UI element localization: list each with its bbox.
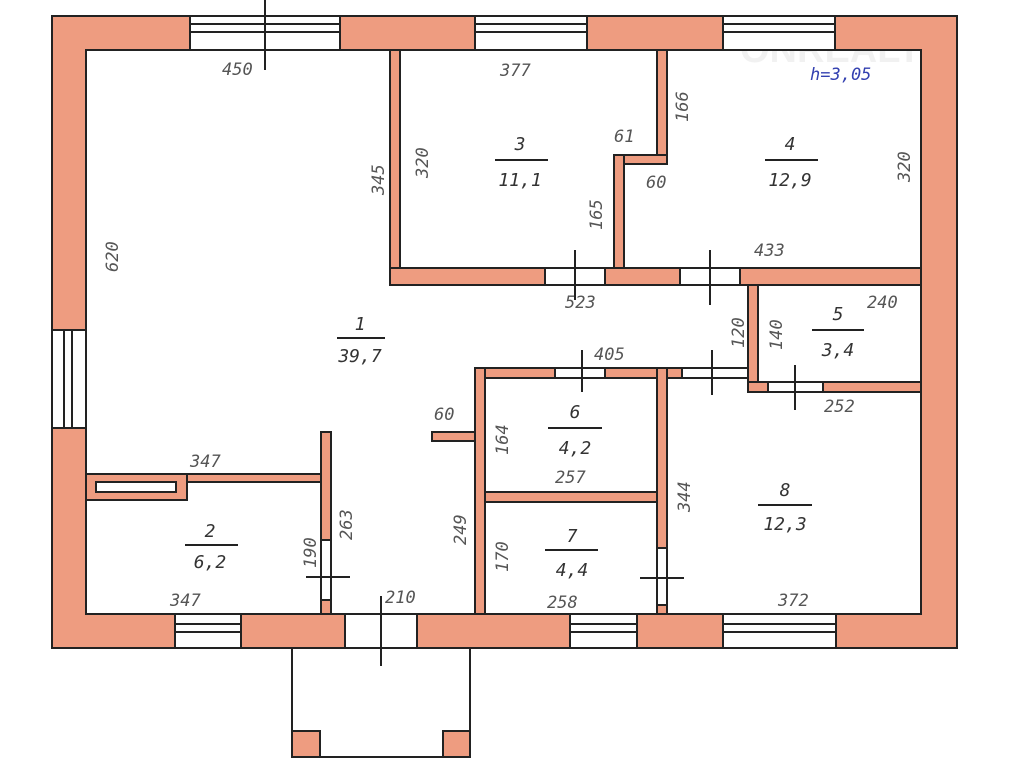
room-1-label: 139,7 <box>337 314 385 367</box>
interior-openings[interactable] <box>306 250 824 606</box>
svg-text:320: 320 <box>895 151 915 183</box>
svg-text:1: 1 <box>355 314 366 335</box>
svg-text:4,4: 4,4 <box>556 560 589 581</box>
svg-text:60: 60 <box>646 173 666 193</box>
svg-text:4,2: 4,2 <box>559 438 592 459</box>
svg-text:5: 5 <box>833 304 844 325</box>
svg-text:8: 8 <box>780 480 791 501</box>
svg-text:166: 166 <box>673 91 693 122</box>
dimension-labels: 450 377 166 320 61 60 345 320 165 620 43… <box>103 60 915 613</box>
window-top-3 <box>722 15 836 51</box>
room-2-label: 26,2 <box>185 521 238 573</box>
svg-text:405: 405 <box>594 345 625 365</box>
svg-text:12,9: 12,9 <box>768 170 811 191</box>
svg-text:170: 170 <box>493 541 513 572</box>
svg-text:320: 320 <box>413 147 433 179</box>
svg-text:164: 164 <box>493 424 513 455</box>
svg-text:6: 6 <box>570 402 581 423</box>
svg-text:377: 377 <box>499 61 531 81</box>
svg-text:344: 344 <box>675 481 695 513</box>
svg-text:372: 372 <box>777 591 809 611</box>
svg-text:12,3: 12,3 <box>763 514 806 535</box>
svg-text:4: 4 <box>785 134 796 155</box>
svg-text:257: 257 <box>555 468 586 488</box>
svg-text:240: 240 <box>867 293 898 313</box>
svg-text:620: 620 <box>103 241 123 272</box>
svg-text:450: 450 <box>222 60 253 80</box>
window-left <box>51 329 87 429</box>
svg-text:165: 165 <box>587 199 607 230</box>
svg-text:2: 2 <box>205 521 216 542</box>
svg-text:190: 190 <box>301 537 321 568</box>
svg-text:60: 60 <box>434 405 454 425</box>
svg-text:347: 347 <box>189 452 221 472</box>
room-8-label: 812,3 <box>758 480 812 535</box>
room-7-label: 74,4 <box>545 526 598 581</box>
svg-text:3,4: 3,4 <box>821 340 855 361</box>
svg-text:6,2: 6,2 <box>194 552 227 573</box>
room-3-label: 311,1 <box>495 134 548 191</box>
window-bottom-3 <box>722 613 837 649</box>
window-top-2 <box>474 15 588 51</box>
svg-text:258: 258 <box>547 593 578 613</box>
svg-text:249: 249 <box>451 514 471 545</box>
svg-text:347: 347 <box>169 591 201 611</box>
svg-text:433: 433 <box>754 241 785 261</box>
ceiling-height: h=3,05 <box>810 65 871 85</box>
svg-text:252: 252 <box>824 397 855 417</box>
svg-text:3: 3 <box>514 134 526 155</box>
window-bottom-1 <box>174 613 242 649</box>
svg-text:263: 263 <box>337 509 357 540</box>
room-5-label: 53,4 <box>812 304 864 361</box>
svg-text:7: 7 <box>567 526 578 547</box>
porch <box>291 648 471 758</box>
room-6-label: 64,2 <box>548 402 602 459</box>
window-top-1 <box>189 0 341 70</box>
svg-text:210: 210 <box>385 588 416 608</box>
svg-text:39,7: 39,7 <box>337 346 382 367</box>
svg-text:120: 120 <box>729 317 749 348</box>
svg-text:523: 523 <box>565 293 596 313</box>
svg-text:140: 140 <box>767 319 787 350</box>
svg-text:345: 345 <box>369 164 389 196</box>
svg-text:61: 61 <box>614 127 634 147</box>
entrance-door[interactable] <box>344 596 418 666</box>
window-bottom-2 <box>569 613 638 649</box>
svg-text:11,1: 11,1 <box>498 170 541 191</box>
room-4-label: 412,9 <box>765 134 818 191</box>
